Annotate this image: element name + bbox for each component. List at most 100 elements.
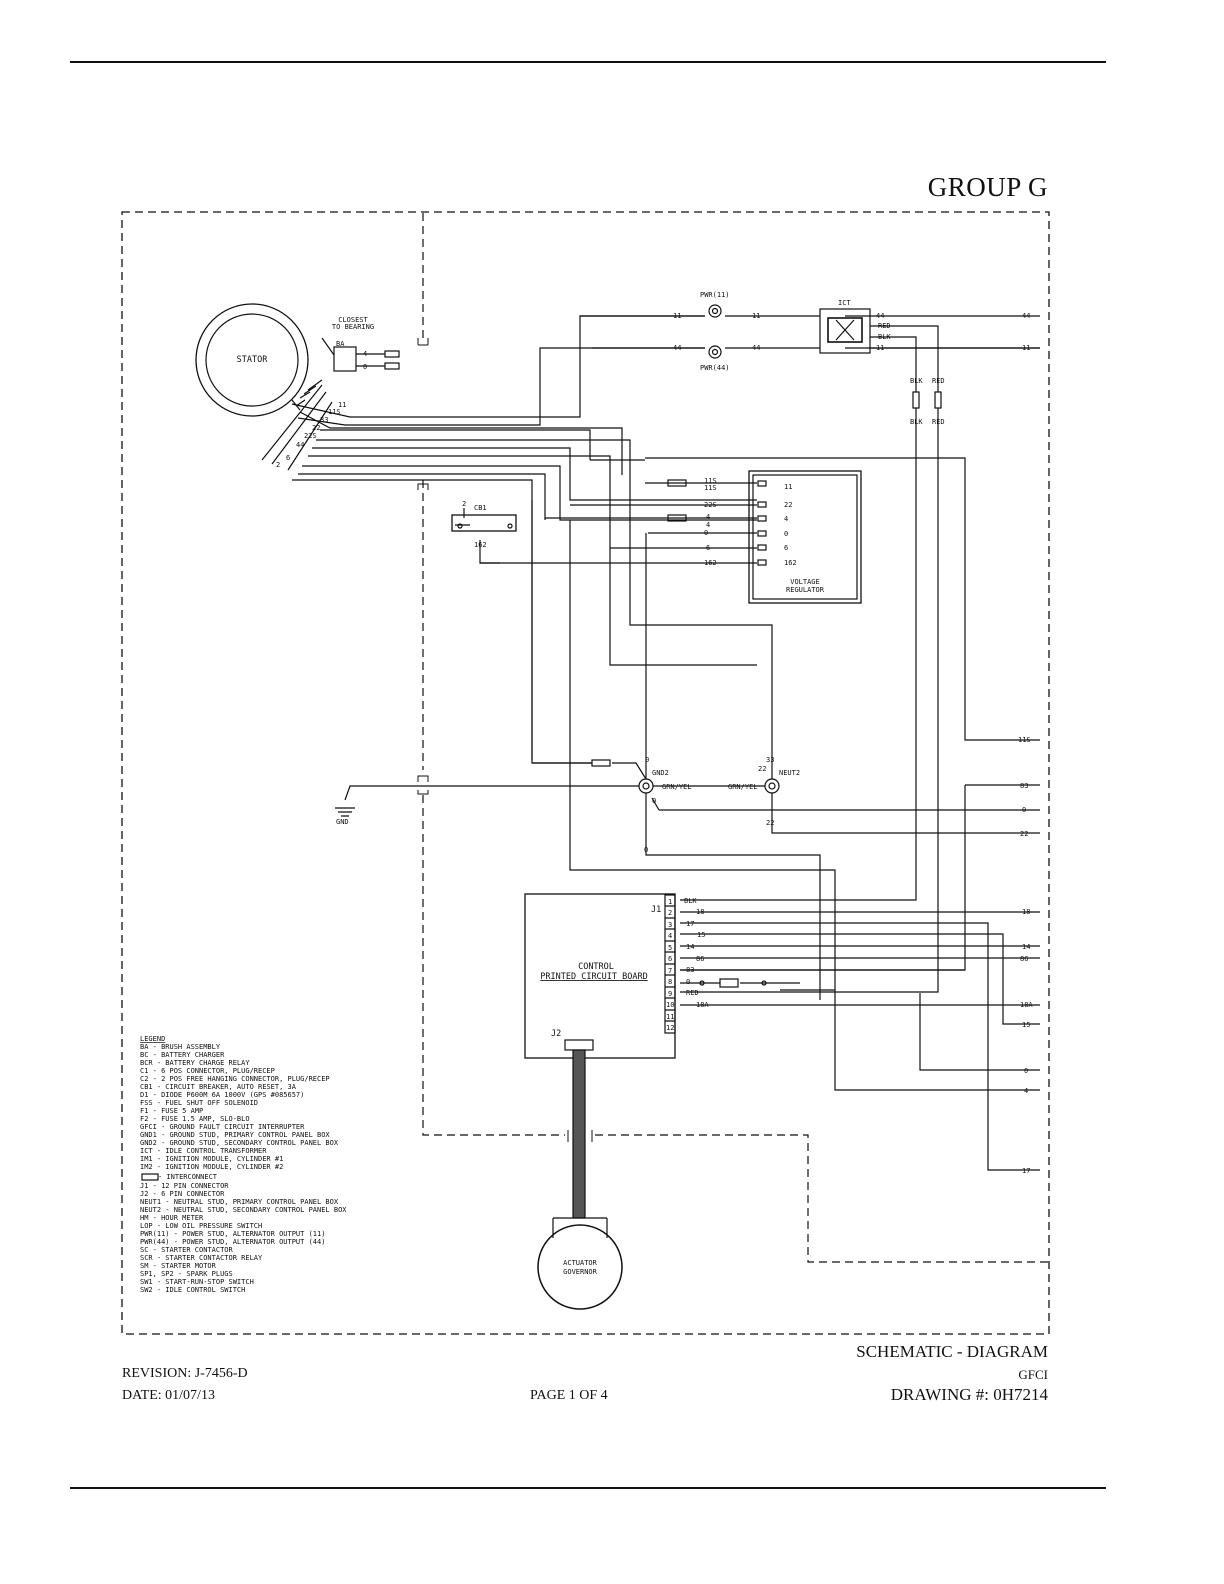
wire-162-vr: 162 [704, 559, 717, 567]
wire-14-right: 14 [1022, 943, 1030, 951]
wire-22-right: 22 [1020, 830, 1028, 838]
legend-item: SP1, SP2 - SPARK PLUGS [140, 1270, 233, 1278]
legend-item: J1 - 12 PIN CONNECTOR [140, 1182, 229, 1190]
drawing-number: DRAWING #: 0H7214 [890, 1385, 1048, 1404]
wire-22-stator: 22 [312, 424, 320, 432]
revision: REVISION: J-7456-D [122, 1366, 248, 1381]
legend-item: IM2 - IGNITION MODULE, CYLINDER #2 [140, 1163, 283, 1171]
pwr44-stud [708, 345, 722, 359]
j1-pin-2: 2 [668, 909, 672, 917]
legend-item: PWR(44) - POWER STUD, ALTERNATOR OUTPUT … [140, 1238, 325, 1246]
neut2-label: NEUT2 [779, 769, 800, 777]
wire-11s-stator: 11S [328, 408, 341, 416]
j1-pin-9: 9 [668, 990, 672, 998]
wire-17-j1: 17 [686, 920, 694, 928]
legend-item: ICT - IDLE CONTROL TRANSFORMER [140, 1147, 267, 1155]
legend-item: CB1 - CIRCUIT BREAKER, AUTO RESET, 3A [140, 1083, 297, 1091]
wire-0-gnd2: 0 [645, 756, 649, 764]
legend-item: NEUT1 - NEUTRAL STUD, PRIMARY CONTROL PA… [140, 1198, 339, 1206]
neut2-stud [764, 778, 780, 794]
wire-grnyel-2: GRN/YEL [728, 783, 758, 791]
legend-item: FSS - FUEL SHUT OFF SOLENOID [140, 1099, 258, 1107]
ict-label: ICT [838, 299, 851, 307]
wire-11-stator: 11 [338, 401, 346, 409]
wire-11-top-b: 11 [752, 312, 760, 320]
legend-item: F2 - FUSE 1.5 AMP, SLO-BLO [140, 1115, 250, 1123]
j1-pin-11: 11 [666, 1013, 674, 1021]
wire-22-neut2-b: 22 [766, 819, 774, 827]
closest-label-2: TO BEARING [332, 323, 374, 331]
wire-11s-vr: 11S [704, 477, 717, 485]
wire-4-ba: 4 [363, 350, 367, 358]
gnd-label: GND [336, 818, 349, 826]
wire-4-vr: 4 [706, 513, 710, 521]
pwr11-stud [708, 304, 722, 318]
legend-item: LOP - LOW OIL PRESSURE SWITCH [140, 1222, 262, 1230]
wire-44-stator: 44 [296, 441, 304, 449]
gnd2-label: GND2 [652, 769, 669, 777]
wire-0-right-b: 0 [1024, 1067, 1028, 1075]
diagram-subtitle: GFCI [1018, 1367, 1048, 1382]
legend-item: GFCI - GROUND FAULT CIRCUIT INTERRUPTER [140, 1123, 305, 1131]
legend-item: F1 - FUSE 5 AMP [140, 1107, 203, 1115]
vr-label-2: REGULATOR [786, 586, 825, 594]
wire-red-2: RED [932, 418, 945, 426]
vr-terminal-3: 4 [784, 515, 788, 523]
ba-label: BA [336, 340, 345, 348]
closest-label: CLOSEST [338, 316, 368, 324]
legend-item: GND2 - GROUND STUD, SECONDARY CONTROL PA… [140, 1139, 339, 1147]
brush-assembly [333, 346, 357, 372]
j1-pin-3: 3 [668, 921, 672, 929]
wire-83-right: 83 [1020, 782, 1028, 790]
wire-44-right: 44 [1022, 312, 1030, 320]
wire-6-stator: 6 [286, 454, 290, 462]
legend-item: - INTERCONNECT [158, 1173, 218, 1181]
diagram-border [121, 211, 1050, 1335]
legend-item: BA - BRUSH ASSEMBLY [140, 1043, 221, 1051]
actuator-label: ACTUATOR [563, 1259, 598, 1267]
legend-item: NEUT2 - NEUTRAL STUD, SECONDARY CONTROL … [140, 1206, 347, 1214]
wire-22-neut2: 22 [758, 765, 766, 773]
wire-0-pcb: 0 [644, 846, 648, 854]
vr-terminal-1: 11 [784, 483, 792, 491]
wire-11-top: 11 [673, 312, 681, 320]
wire-0-ba: 0 [363, 363, 367, 371]
wire-8-j1: 0 [686, 978, 690, 986]
wire-17-right: 17 [1022, 1167, 1030, 1175]
wire-18-j1: 18 [696, 908, 704, 916]
j2-connector [564, 1039, 594, 1051]
j1-pin-5: 5 [668, 944, 672, 952]
actuator-cable [572, 1049, 586, 1219]
wire-0-gnd2-b: 0 [652, 797, 656, 805]
control-label: CONTROL [578, 962, 614, 972]
wire-11s-vr-b: 11S [704, 484, 717, 492]
legend-item: SCR - STARTER CONTACTOR RELAY [140, 1254, 263, 1262]
legend-item: J2 - 6 PIN CONNECTOR [140, 1190, 225, 1198]
wire-22s-vr: 22S [704, 501, 717, 509]
voltage-regulator [748, 470, 862, 604]
wire-blk-ict: BLK [878, 333, 891, 341]
wire-22s-stator: 22S [304, 432, 317, 440]
legend-item: BCR - BATTERY CHARGE RELAY [140, 1059, 250, 1067]
j1-pin-7: 7 [668, 967, 672, 975]
wire-86-j1: 86 [696, 955, 704, 963]
wire-blk-j1: BLK [684, 897, 697, 905]
wire-33-neut2: 33 [766, 756, 774, 764]
j1-label: J1 [651, 905, 661, 915]
diagram-title: SCHEMATIC - DIAGRAM [856, 1342, 1048, 1361]
wire-red-j1: RED [686, 989, 699, 997]
group-title: GROUP G [927, 172, 1048, 202]
pwr11-label: PWR(11) [700, 291, 730, 299]
control-label-2: PRINTED CIRCUIT BOARD [540, 972, 647, 982]
wire-blk-2: BLK [910, 418, 923, 426]
date: DATE: 01/07/13 [122, 1388, 215, 1403]
page-number: PAGE 1 OF 4 [530, 1388, 608, 1403]
legend-item: SW1 - START-RUN-STOP SWITCH [140, 1278, 254, 1286]
wire-44-top-b: 44 [752, 344, 760, 352]
wire-4-vr-b: 4 [706, 521, 710, 529]
legend-item: HM - HOUR METER [140, 1214, 204, 1222]
wire-6-vr: 6 [706, 544, 710, 552]
legend-item: C1 - 6 POS CONNECTOR, PLUG/RECEP [140, 1067, 275, 1075]
wire-18a-j1: 18A [696, 1001, 709, 1009]
wire-18-right: 18 [1022, 908, 1030, 916]
